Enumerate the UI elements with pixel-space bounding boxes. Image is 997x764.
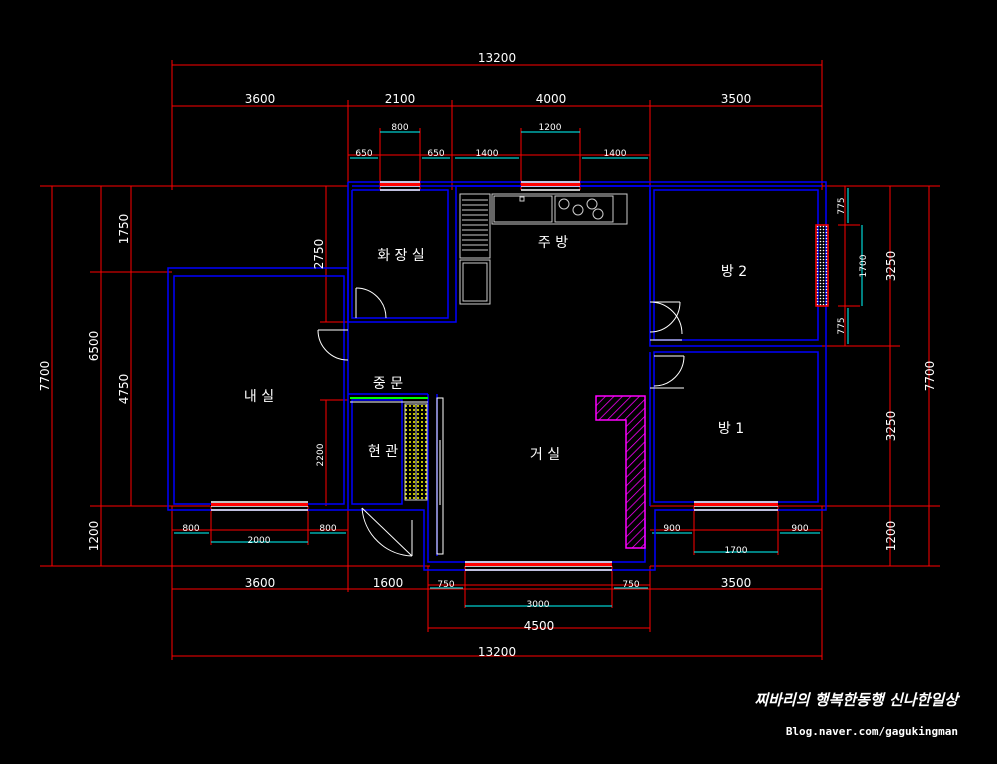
walls [167, 181, 827, 571]
dim-left-mid: 6500 [87, 331, 101, 362]
dim-inner-right: 800 [319, 524, 336, 534]
room-label-room2: 방 2 [721, 264, 747, 280]
dim-kitchen-left: 1400 [476, 149, 499, 159]
dim-bath-left: 650 [355, 149, 372, 159]
dim-win-living: 3000 [527, 600, 550, 610]
room-label-room1: 방 1 [718, 421, 744, 437]
room-label-bathroom: 화 장 실 [377, 248, 425, 264]
dim-left-total: 7700 [38, 361, 52, 392]
dim-bottom-seg-2: 1600 [373, 576, 404, 590]
dim-inner-left: 800 [182, 524, 199, 534]
watermark-url: Blog.naver.com/gagukingman [786, 725, 958, 738]
room-label-living: 거 실 [530, 447, 560, 463]
dim-left-top: 1750 [117, 214, 131, 245]
dim-bottom-seg-1: 3600 [245, 576, 276, 590]
dim-top-seg-4: 3500 [721, 92, 752, 106]
dim-top-seg-3: 4000 [536, 92, 567, 106]
dim-bath-right: 650 [427, 149, 444, 159]
dim-top-seg-2: 2100 [385, 92, 416, 106]
dim-right-bottom: 1200 [884, 521, 898, 552]
dim-win-room2-top: 775 [837, 197, 847, 214]
dim-bottom-seg-3: 3500 [721, 576, 752, 590]
watermark-title: 찌바리의 행복한동행 신나한일상 [754, 691, 960, 709]
doors [317, 287, 685, 557]
dim-right-total: 7700 [923, 361, 937, 392]
room-label-kitchen: 주 방 [538, 235, 568, 251]
dimension-labels: 13200 3600 2100 4000 3500 800 650 650 12… [38, 51, 937, 659]
kitchen-fixtures [459, 193, 628, 305]
room-labels: 화 장 실 주 방 방 2 내 실 중 문 현 관 거 실 방 1 [244, 235, 747, 463]
room-label-middle-door: 중 문 [373, 376, 403, 392]
room-label-inner-room: 내 실 [244, 389, 274, 405]
dim-room1-right: 900 [791, 524, 808, 534]
dim-win-room2-bottom: 775 [837, 317, 847, 334]
dim-right-room2: 3250 [884, 251, 898, 282]
hatched-column [595, 395, 646, 549]
watermark: 찌바리의 행복한동행 신나한일상 Blog.naver.com/gaguking… [754, 691, 960, 738]
dim-bottom-living: 4500 [524, 619, 555, 633]
dim-win-inner: 2000 [248, 536, 271, 546]
dim-win-bath: 800 [391, 123, 408, 133]
dim-entry-height: 2200 [316, 443, 326, 466]
dim-right-room1: 3250 [884, 411, 898, 442]
dim-living-left: 750 [437, 580, 454, 590]
dim-left-bottom: 1200 [87, 521, 101, 552]
windows [211, 181, 829, 571]
dim-bottom-total: 13200 [478, 645, 516, 659]
dim-left-inner: 4750 [117, 374, 131, 405]
sub-dimension-ticks [174, 157, 849, 589]
dim-win-room2: 1700 [859, 254, 869, 277]
dim-top-total: 13200 [478, 51, 516, 65]
dim-kitchen-right: 1400 [604, 149, 627, 159]
dim-top-seg-1: 3600 [245, 92, 276, 106]
dim-bath-height: 2750 [312, 239, 326, 270]
room-label-entrance: 현 관 [368, 444, 398, 460]
dim-room1-left: 900 [663, 524, 680, 534]
dim-win-kitchen: 1200 [539, 123, 562, 133]
window-dimension-lines [211, 131, 863, 607]
dim-win-room1: 1700 [725, 546, 748, 556]
dim-living-right: 750 [622, 580, 639, 590]
